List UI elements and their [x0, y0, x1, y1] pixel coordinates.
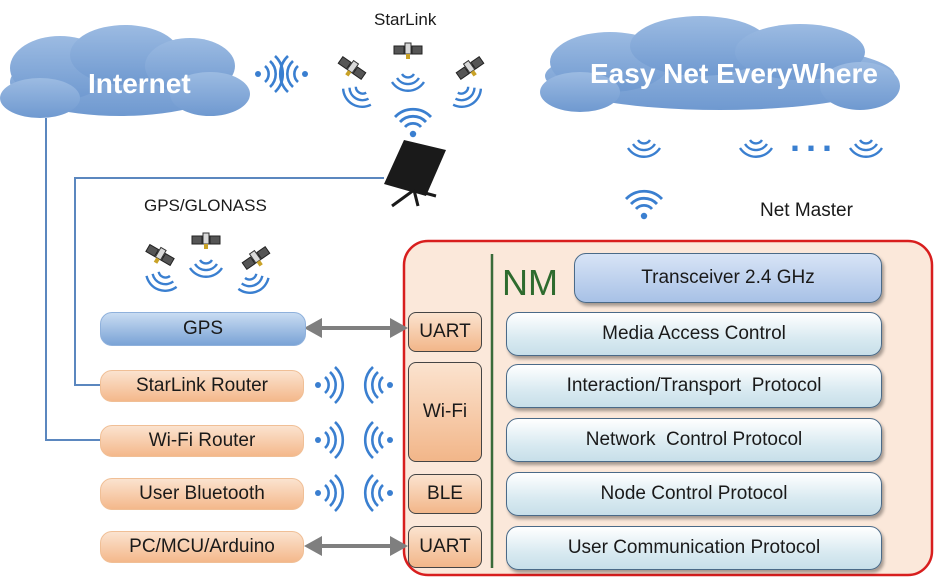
- internet-wifi-icon: [253, 54, 285, 94]
- interaction-transport-protocol-box: Interaction/Transport Protocol: [506, 364, 882, 408]
- pc-uart-arrow: [304, 536, 408, 556]
- internet-line: [45, 118, 102, 441]
- user-bluetooth-device: User Bluetooth: [100, 478, 304, 510]
- wifi-interface-icon: [363, 365, 395, 405]
- ble-interface: BLE: [408, 474, 482, 514]
- net-master-wifi-icon: [624, 189, 664, 221]
- gps-satellite-icon: [191, 232, 221, 250]
- mesh-wave-icon: [848, 138, 884, 158]
- ble-interface-icon: [363, 473, 395, 513]
- starlink-router-wifi-icon: [313, 365, 345, 405]
- media-access-control-box: Media Access Control: [506, 312, 882, 356]
- gps-uart-arrow: [304, 318, 408, 338]
- transceiver-box: Transceiver 2.4 GHz: [574, 253, 882, 303]
- wifi-interface: Wi-Fi: [408, 362, 482, 462]
- node-control-protocol-box: Node Control Protocol: [506, 472, 882, 516]
- starlink-satellite-icon: [334, 53, 369, 85]
- uart-interface-top: UART: [408, 312, 482, 352]
- starlink-line: [74, 177, 384, 386]
- gps-satellite-icon: [239, 243, 274, 275]
- starlink-router-device: StarLink Router: [100, 370, 304, 402]
- satellite-wave-icon: [234, 269, 273, 299]
- internet-wifi-icon-2: [278, 54, 310, 94]
- user-communication-protocol-box: User Communication Protocol: [506, 526, 882, 570]
- gps-glonass-label: GPS/GLONASS: [144, 196, 267, 215]
- ellipsis: ...: [790, 118, 839, 159]
- dish-wifi-icon: [393, 107, 433, 139]
- internet-label: Internet: [88, 68, 191, 99]
- starlink-dish-icon: [384, 140, 446, 208]
- network-control-protocol-box: Network Control Protocol: [506, 418, 882, 462]
- gps-satellite-icon: [142, 240, 177, 271]
- nm-label: NM: [502, 262, 558, 303]
- satellite-wave-icon: [188, 258, 224, 278]
- satellite-wave-icon: [447, 80, 487, 114]
- wifi-router-device: Wi-Fi Router: [100, 425, 304, 457]
- easy-net-label: Easy Net EveryWhere: [590, 58, 878, 89]
- pc-mcu-device: PC/MCU/Arduino: [100, 531, 304, 563]
- starlink-label: StarLink: [374, 10, 437, 29]
- easy-net-cloud: [540, 16, 900, 112]
- mesh-wave-icon: [738, 138, 774, 158]
- wifi-router-wifi-icon: [313, 420, 345, 460]
- satellite-wave-icon: [390, 72, 426, 92]
- net-master-label: Net Master: [760, 200, 853, 221]
- satellite-wave-icon: [142, 267, 181, 297]
- bluetooth-wifi-icon: [313, 473, 345, 513]
- uart-interface-bottom: UART: [408, 526, 482, 568]
- gps-device: GPS: [100, 312, 306, 346]
- satellite-wave-icon: [337, 80, 377, 114]
- wifi-interface-icon: [363, 420, 395, 460]
- starlink-satellite-icon: [393, 42, 423, 60]
- internet-cloud: [0, 25, 250, 118]
- mesh-wave-icon: [626, 138, 662, 158]
- starlink-satellite-icon: [453, 53, 488, 85]
